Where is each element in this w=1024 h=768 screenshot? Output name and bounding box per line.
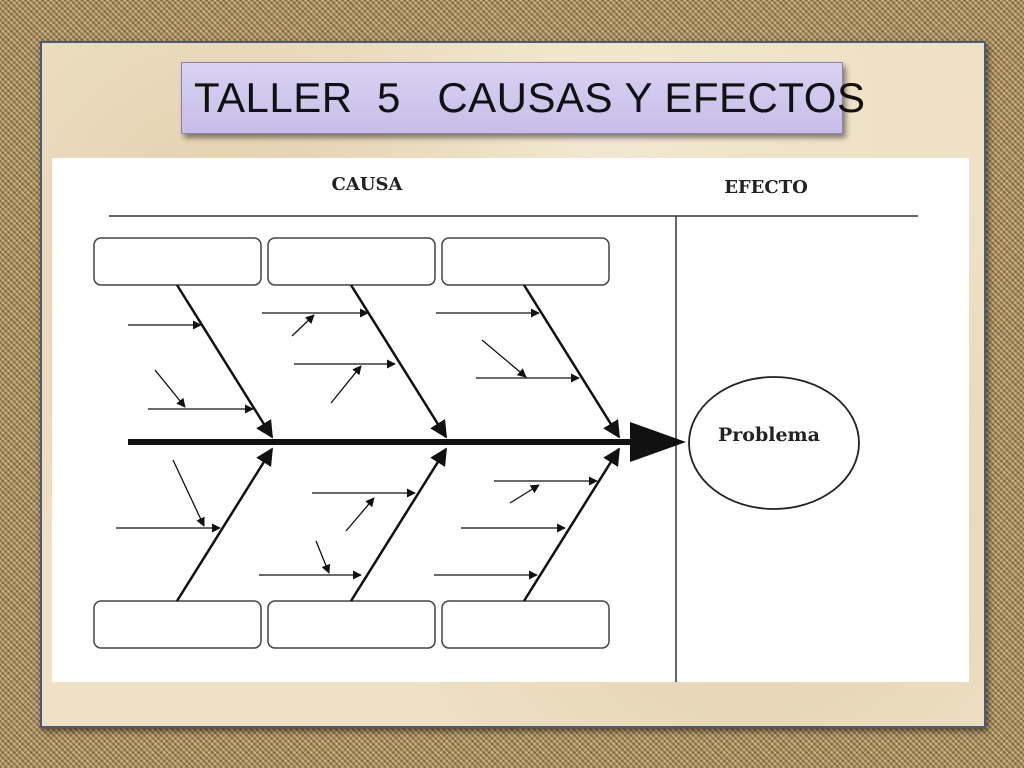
bone-top-2 [349, 284, 448, 439]
fishbone-svg: CAUSA EFECTO [93, 174, 918, 682]
slide-title: TALLER 5 CAUSAS Y EFECTOS [194, 74, 866, 121]
fishbone-diagram: CAUSA EFECTO [52, 158, 969, 682]
bone-top-1 [175, 284, 274, 439]
sub-arrows-bottom-3 [434, 476, 598, 580]
cause-header: CAUSA [332, 174, 404, 195]
cause-box-top-1[interactable] [93, 237, 262, 286]
sub-arrows-bottom-2 [259, 488, 416, 580]
cause-box-bottom-2[interactable] [267, 600, 436, 649]
sub-arrows-top-1 [128, 320, 254, 414]
title-box: TALLER 5 CAUSAS Y EFECTOS [181, 62, 865, 134]
cause-box-top-2[interactable] [267, 237, 436, 286]
problem-ellipse[interactable] [688, 376, 860, 510]
bone-top-3 [522, 284, 621, 439]
bone-bottom-2 [349, 447, 448, 602]
bone-bottom-1 [175, 447, 274, 602]
bone-bottom-3 [522, 447, 621, 602]
sub-arrows-bottom-1 [116, 459, 221, 533]
sub-arrows-top-2 [262, 308, 396, 404]
cause-box-top-3[interactable] [441, 237, 610, 286]
effect-header: EFECTO [724, 177, 808, 198]
problem-label: Problema [718, 424, 820, 446]
cause-box-bottom-1[interactable] [93, 600, 262, 649]
cause-box-bottom-3[interactable] [441, 600, 610, 649]
spine-arrowhead [630, 422, 686, 462]
sub-arrows-top-3 [436, 308, 580, 383]
